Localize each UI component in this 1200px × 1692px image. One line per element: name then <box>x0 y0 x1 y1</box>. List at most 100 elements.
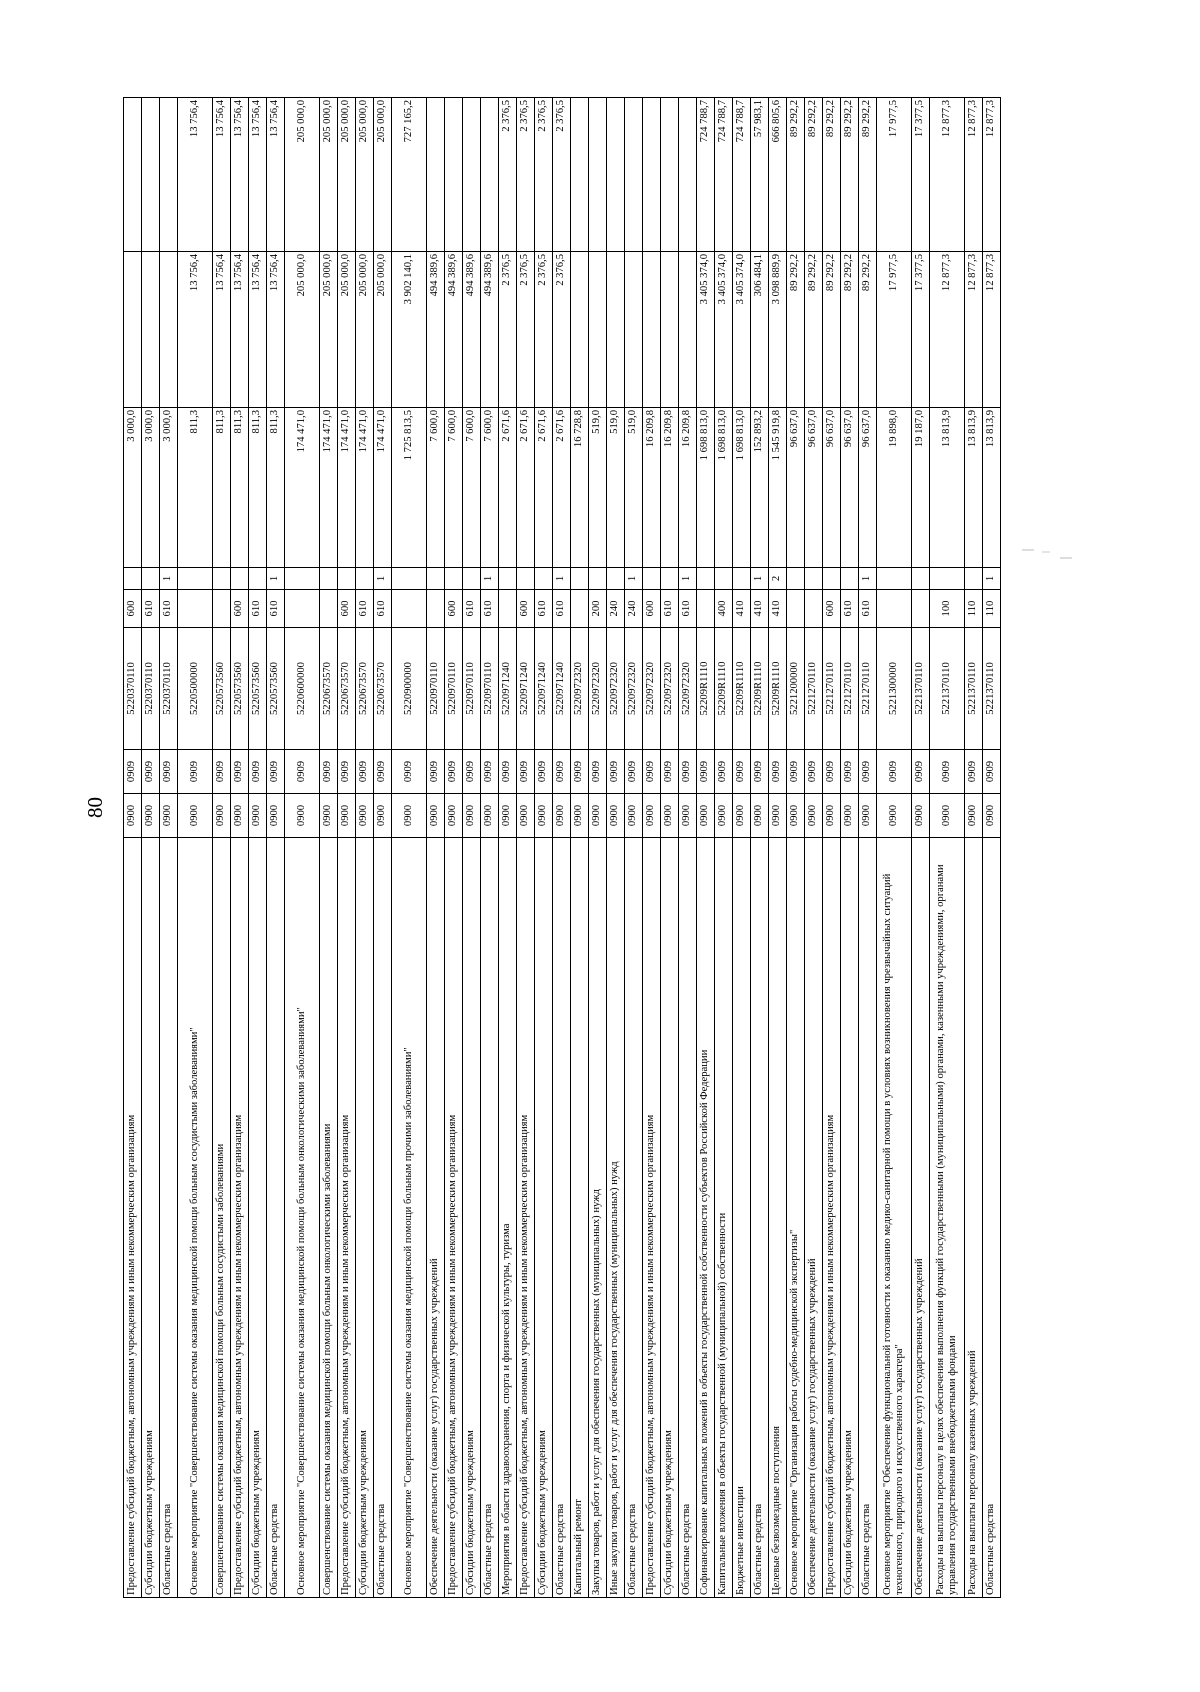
target-article-cell: 5220500000 <box>177 627 213 750</box>
row-name-cell: Субсидии бюджетным учреждениям <box>248 837 267 1598</box>
amount-year-1-cell: 16 728,8 <box>570 407 589 568</box>
amount-year-1-cell: 96 637,0 <box>822 407 841 568</box>
expense-type-cell: 610 <box>266 589 285 628</box>
subsection-code-cell: 0909 <box>248 749 267 794</box>
expense-type-cell: 610 <box>159 589 178 628</box>
amount-year-2-cell: 494 389,6 <box>462 251 481 408</box>
expense-type-cell <box>804 589 823 628</box>
subsection-code-cell: 0909 <box>177 749 213 794</box>
expense-type-cell: 610 <box>480 589 499 628</box>
amount-year-3-cell: 205 000,0 <box>355 97 374 252</box>
source-code-cell <box>177 567 213 590</box>
table-row: Закупка товаров, работ и услуг для обесп… <box>588 97 607 1598</box>
row-name-cell: Совершенствование системы оказания медиц… <box>212 837 231 1598</box>
amount-year-3-cell: 89 292,2 <box>858 97 877 252</box>
target-article-cell: 52209R1110 <box>696 627 715 750</box>
source-code-cell <box>426 567 445 590</box>
section-code-cell: 0900 <box>426 793 445 838</box>
section-code-cell: 0900 <box>498 793 517 838</box>
row-name-cell: Расходы на выплаты персоналу казенных уч… <box>964 837 983 1598</box>
table-row: Обеспечение деятельности (оказание услуг… <box>426 97 445 1598</box>
subsection-code-cell: 0909 <box>426 749 445 794</box>
target-article-cell: 5220972320 <box>624 627 643 750</box>
amount-year-1-cell: 13 813,9 <box>964 407 983 568</box>
amount-year-1-cell: 519,0 <box>606 407 625 568</box>
amount-year-1-cell: 1 698 813,0 <box>732 407 751 568</box>
amount-year-3-cell <box>660 97 679 252</box>
expense-type-cell: 600 <box>822 589 841 628</box>
amount-year-1-cell: 152 893,2 <box>750 407 769 568</box>
amount-year-3-cell: 205 000,0 <box>337 97 356 252</box>
amount-year-3-cell: 13 756,4 <box>212 97 231 252</box>
amount-year-3-cell: 2 376,5 <box>516 97 535 252</box>
section-code-cell: 0900 <box>786 793 805 838</box>
row-name-cell: Областные средства <box>266 837 285 1598</box>
target-article-cell: 5221270110 <box>822 627 841 750</box>
target-article-cell: 5220573560 <box>212 627 231 750</box>
section-code-cell: 0900 <box>858 793 877 838</box>
amount-year-2-cell: 17 977,5 <box>876 251 912 408</box>
section-code-cell: 0900 <box>750 793 769 838</box>
source-code-cell <box>696 567 715 590</box>
section-code-cell: 0900 <box>444 793 463 838</box>
subsection-code-cell: 0909 <box>822 749 841 794</box>
table-row: Предоставление субсидий бюджетным, автон… <box>822 97 841 1598</box>
target-article-cell: 5220900000 <box>391 627 427 750</box>
source-code-cell <box>391 567 427 590</box>
section-code-cell: 0900 <box>929 793 965 838</box>
expense-type-cell: 600 <box>123 589 142 628</box>
section-code-cell: 0900 <box>230 793 249 838</box>
amount-year-2-cell: 13 756,4 <box>248 251 267 408</box>
section-code-cell: 0900 <box>982 793 1001 838</box>
amount-year-2-cell: 12 877,3 <box>964 251 983 408</box>
amount-year-3-cell: 13 756,4 <box>177 97 213 252</box>
amount-year-2-cell: 89 292,2 <box>786 251 805 408</box>
expense-type-cell: 410 <box>768 589 787 628</box>
row-name-cell: Предоставление субсидий бюджетным, автон… <box>337 837 356 1598</box>
amount-year-2-cell: 306 484,1 <box>750 251 769 408</box>
table-row: Обеспечение деятельности (оказание услуг… <box>911 97 930 1598</box>
row-name-cell: Капитальные вложения в объекты государст… <box>714 837 733 1598</box>
amount-year-2-cell <box>570 251 589 408</box>
row-name-cell: Основное мероприятие "Совершенствование … <box>177 837 213 1598</box>
source-code-cell <box>642 567 661 590</box>
row-name-cell: Областные средства <box>982 837 1001 1598</box>
amount-year-3-cell: 666 805,6 <box>768 97 787 252</box>
source-code-cell: 1 <box>159 567 178 590</box>
row-name-cell: Основное мероприятие "Совершенствование … <box>284 837 320 1598</box>
table-row: Обеспечение деятельности (оказание услуг… <box>804 97 823 1598</box>
section-code-cell: 0900 <box>337 793 356 838</box>
amount-year-2-cell <box>141 251 160 408</box>
expense-type-cell: 600 <box>337 589 356 628</box>
expense-type-cell: 200 <box>588 589 607 628</box>
subsection-code-cell: 0909 <box>678 749 697 794</box>
amount-year-2-cell: 494 389,6 <box>444 251 463 408</box>
amount-year-2-cell: 3 902 140,1 <box>391 251 427 408</box>
amount-year-1-cell: 1 545 919,8 <box>768 407 787 568</box>
table-row: Мероприятия в области здравоохранения, с… <box>498 97 517 1598</box>
section-code-cell: 0900 <box>696 793 715 838</box>
target-article-cell: 5220971240 <box>498 627 517 750</box>
subsection-code-cell: 0909 <box>373 749 392 794</box>
section-code-cell: 0900 <box>462 793 481 838</box>
amount-year-3-cell <box>678 97 697 252</box>
amount-year-3-cell <box>141 97 160 252</box>
amount-year-1-cell: 19 898,0 <box>876 407 912 568</box>
subsection-code-cell: 0909 <box>606 749 625 794</box>
target-article-cell: 5220370110 <box>159 627 178 750</box>
amount-year-2-cell: 13 756,4 <box>177 251 213 408</box>
target-article-cell: 5220972320 <box>570 627 589 750</box>
expense-type-cell: 610 <box>462 589 481 628</box>
table-row: Основное мероприятие "Обеспечение функци… <box>876 97 912 1598</box>
section-code-cell: 0900 <box>123 793 142 838</box>
target-article-cell: 5220972320 <box>642 627 661 750</box>
source-code-cell <box>929 567 965 590</box>
row-name-cell: Предоставление субсидий бюджетным, автон… <box>822 837 841 1598</box>
amount-year-1-cell: 16 209,8 <box>660 407 679 568</box>
